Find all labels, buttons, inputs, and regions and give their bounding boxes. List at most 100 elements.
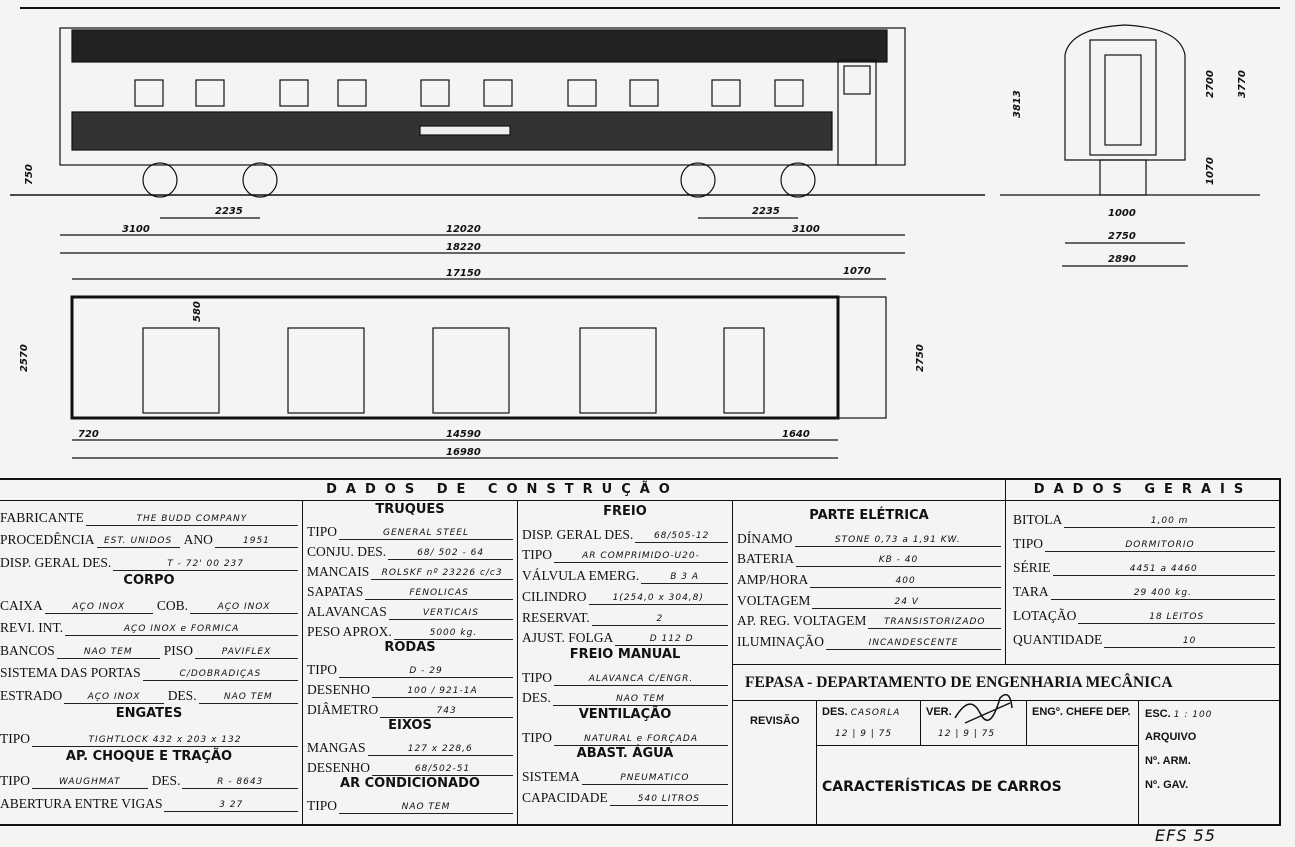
field-value: TIGHTLOCK 432 x 203 x 132 xyxy=(32,735,298,747)
field-label: DES. xyxy=(151,773,181,789)
dim-750: 750 xyxy=(24,164,35,185)
field-label: BATERIA xyxy=(737,551,794,567)
divider xyxy=(816,700,817,826)
field-value: 400 xyxy=(810,576,1001,588)
dim-1640: 1640 xyxy=(782,429,810,440)
dim-3813: 3813 xyxy=(1012,90,1023,118)
divider xyxy=(302,500,303,826)
field-value: AÇO INOX xyxy=(64,692,164,704)
window xyxy=(337,79,367,107)
field-label: DES. xyxy=(522,690,551,706)
section-heading: FREIO MANUAL xyxy=(569,646,681,662)
divider xyxy=(920,700,921,745)
window xyxy=(629,79,659,107)
dim-1070-plan: 1070 xyxy=(843,266,871,277)
dim-2700: 2700 xyxy=(1205,70,1216,98)
designer-name: CASORLA xyxy=(850,708,901,718)
side-view xyxy=(10,7,1280,254)
divider xyxy=(1005,478,1006,664)
field-value: 18 LEITOS xyxy=(1078,612,1275,624)
field-value: 5000 kg. xyxy=(393,628,513,640)
field-label: COB. xyxy=(156,597,188,613)
field-label: DES. xyxy=(167,687,197,703)
field-label: ANO xyxy=(183,532,213,548)
field-value: NÃO TEM xyxy=(198,692,298,704)
section-heading: AP. CHOQUE E TRAÇÃO xyxy=(65,748,233,764)
dim-2235-right: 2235 xyxy=(752,206,780,217)
field-label: TIPO xyxy=(0,730,30,746)
divider xyxy=(0,500,1281,501)
field-label: CILINDRO xyxy=(522,588,587,604)
field-value: 100 / 921-1A xyxy=(372,686,513,698)
field-label: RESERVAT. xyxy=(522,609,590,625)
general-title: DADOS GERAIS xyxy=(1033,482,1253,497)
section-heading: TRUQUES xyxy=(375,502,445,517)
verifier-label: VER. xyxy=(926,706,952,718)
field-label: VÁLVULA EMERG. xyxy=(522,568,640,584)
field-value: THE BUDD COMPANY xyxy=(85,514,298,526)
dim-3770: 3770 xyxy=(1237,70,1248,98)
field-label: PROCEDÊNCIA xyxy=(0,532,95,548)
field-value: STONE 0,73 a 1,91 KW. xyxy=(794,535,1001,547)
berth-compartment xyxy=(432,327,510,414)
designer-label: DES. CASORLA xyxy=(822,706,900,718)
section-heading: ABAST. ÁGUA xyxy=(576,746,674,762)
field-value: C/DOBRADIÇAS xyxy=(142,669,298,682)
window xyxy=(195,79,225,107)
field-label: MANCAIS xyxy=(307,564,370,579)
chief-engineer-label: ENGº. CHEFE DEP. xyxy=(1032,706,1131,718)
data-field: VÁLVULA EMERG.B 3 A xyxy=(522,564,728,585)
data-table-frame xyxy=(0,478,1281,826)
field-label: TIPO xyxy=(307,524,337,539)
field-value: D - 29 xyxy=(339,666,513,678)
field-value: DORMITÓRIO xyxy=(1045,540,1275,552)
field-value: EST. UNIDOS xyxy=(96,536,180,549)
dim-16980: 16980 xyxy=(446,447,481,458)
dim-720: 720 xyxy=(78,429,99,440)
divider xyxy=(732,700,1281,701)
field-label: AP. REG. VOLTAGEM xyxy=(737,613,867,629)
dim-1000: 1000 xyxy=(1108,208,1136,219)
berth-compartment xyxy=(142,327,220,414)
dim-2750-plan: 2750 xyxy=(915,344,926,372)
field-label: ABERTURA ENTRE VIGAS xyxy=(0,795,163,811)
field-value: 24 V xyxy=(812,597,1001,609)
field-label: DISP. GERAL DES. xyxy=(522,526,634,542)
section-heading: AR CONDICIONADO xyxy=(340,776,480,791)
des-label: DES. xyxy=(822,706,848,718)
dim-12020: 12020 xyxy=(446,224,481,235)
field-value: R - 8643 xyxy=(182,777,299,790)
data-field: DISP. GERAL DES.68/505-12 xyxy=(522,523,728,543)
window xyxy=(420,79,450,107)
field-label: PESO APROX. xyxy=(307,624,392,639)
field-label: TIPO xyxy=(522,547,552,563)
divider xyxy=(1026,700,1027,745)
field-label: TARA xyxy=(1013,584,1049,599)
divider xyxy=(517,500,518,826)
window xyxy=(483,79,513,107)
field-value: ALAVANCA C/ENGR. xyxy=(554,674,728,686)
verifier-date: 12 | 9 | 75 xyxy=(938,729,996,739)
construction-title: DADOS DE CONSTRUÇÃO xyxy=(326,482,679,497)
dim-2235-left: 2235 xyxy=(215,206,243,217)
field-label: TIPO xyxy=(0,773,30,789)
field-value: GENERAL STEEL xyxy=(339,528,513,540)
field-value: B 3 A xyxy=(641,572,728,585)
